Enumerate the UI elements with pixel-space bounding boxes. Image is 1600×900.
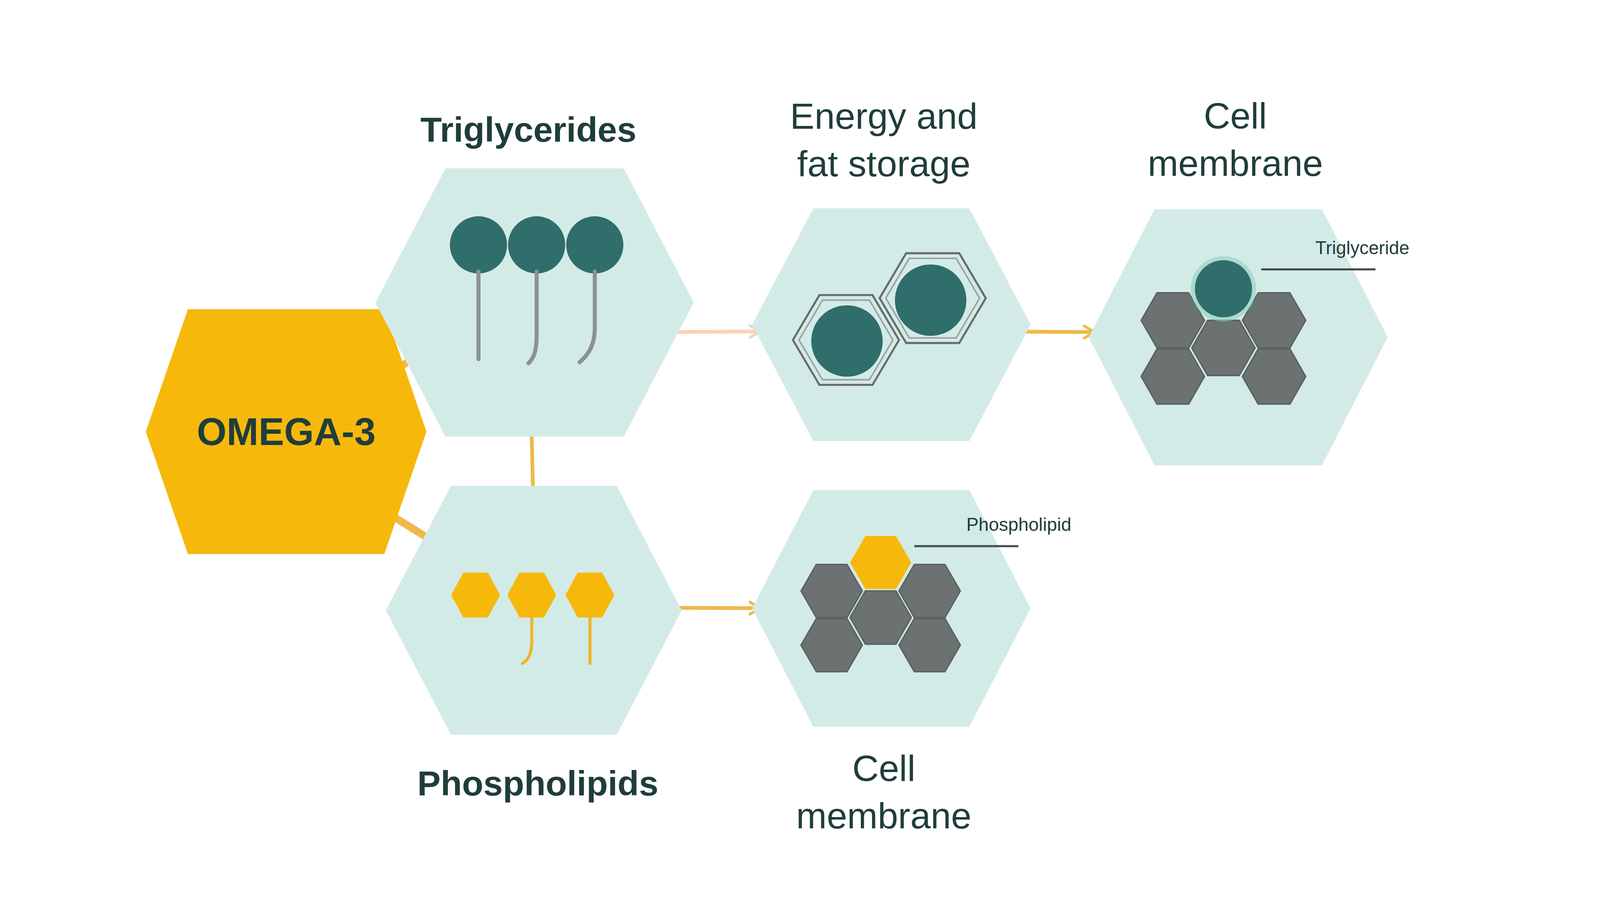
hexagon-shape <box>752 208 1031 441</box>
illustration <box>450 216 624 364</box>
callout-label: Phospholipid <box>966 512 1072 537</box>
hexagon-label: OMEGA-3 <box>196 406 376 457</box>
hexagon-fill <box>385 485 682 735</box>
process-hexagon: Phospholipids <box>385 485 682 735</box>
step-heading: Triglycerides <box>420 107 637 153</box>
illustration <box>450 572 615 664</box>
step-heading: Phospholipids <box>417 760 659 807</box>
illustration <box>792 252 986 385</box>
step-heading: Cell membrane <box>1127 92 1344 188</box>
illustration <box>800 535 1019 672</box>
callout-label: Triglyceride <box>1315 236 1410 260</box>
hexagon-fill <box>752 208 1031 441</box>
hexagon-fill <box>375 168 694 437</box>
hexagon-fill <box>145 309 427 555</box>
hexagon-shape <box>385 485 682 735</box>
hexagon-shape <box>375 168 694 437</box>
process-hexagon: Triglycerides <box>375 168 694 437</box>
source-hexagon: OMEGA-3 <box>145 309 427 555</box>
process-hexagon: Energy and fat storage <box>752 208 1031 441</box>
illustration <box>1141 256 1376 405</box>
step-heading: Cell membrane <box>775 744 993 840</box>
step-heading: Energy and fat storage <box>775 92 993 188</box>
